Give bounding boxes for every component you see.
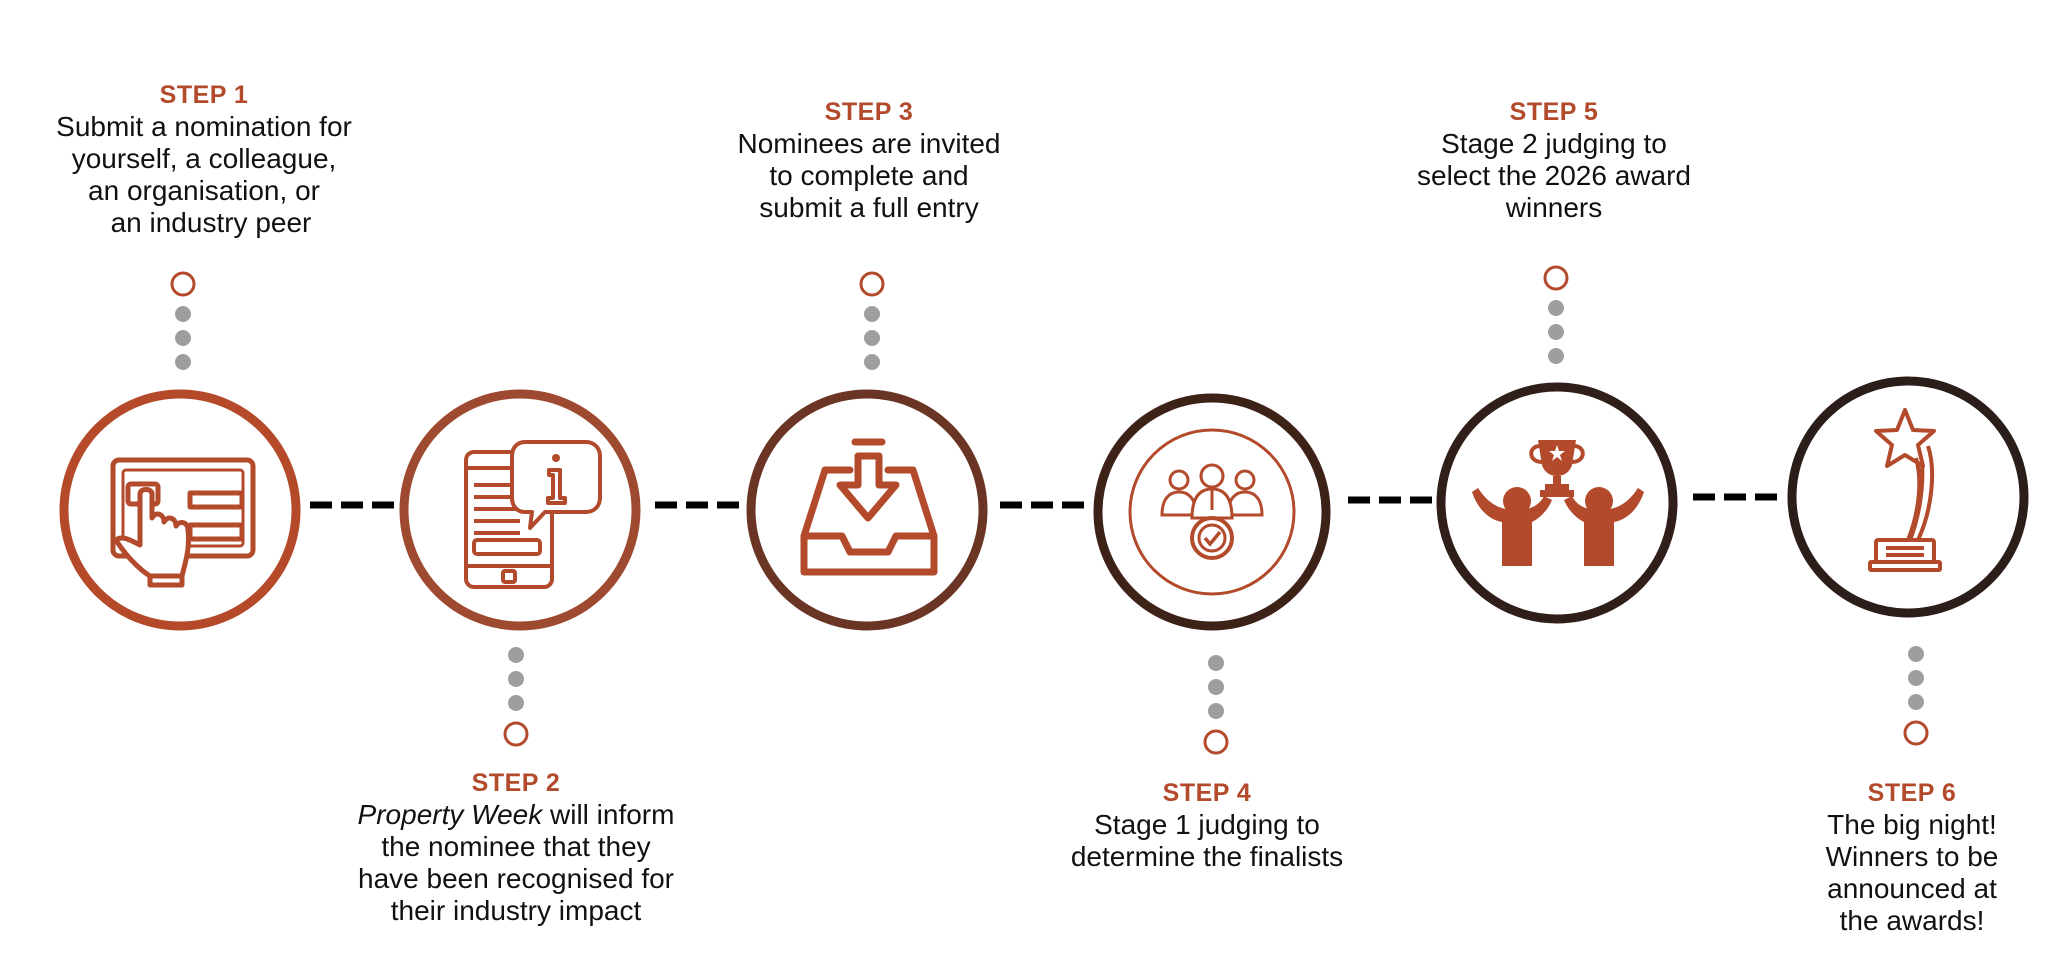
- pin-dot: [508, 695, 524, 711]
- hand-touch-card-icon: [110, 457, 256, 588]
- step-6-label: STEP 6: [1867, 779, 1957, 807]
- pin-step-1: [170, 271, 196, 370]
- pin-dot: [1208, 703, 1224, 719]
- pin-step-5: [1543, 265, 1569, 364]
- step-5-node: [1436, 382, 1678, 624]
- step-3-description: Nominees are invited to complete and sub…: [659, 128, 1079, 224]
- step-5-line: Stage 2 judging to: [1441, 128, 1667, 159]
- pin-dot: [1208, 655, 1224, 671]
- pin-dot: [508, 671, 524, 687]
- pin-dot: [508, 647, 524, 663]
- step-1-line: an industry peer: [110, 207, 312, 238]
- step-1-line: yourself, a colleague,: [71, 143, 337, 174]
- step-5-ring: [1436, 382, 1678, 624]
- step-4-description: Stage 1 judging to determine the finalis…: [997, 809, 1417, 873]
- publication-name: Property Week: [357, 799, 543, 830]
- step-3-node: [746, 389, 988, 631]
- step-2-node: [399, 389, 641, 631]
- step-1-label: STEP 1: [159, 81, 249, 109]
- step-2-label: STEP 2: [471, 769, 561, 797]
- step-3-text: STEP 3 Nominees are invited to complete …: [659, 96, 1079, 224]
- step-4-line: Stage 1 judging to: [1094, 809, 1320, 840]
- pin-ring: [170, 271, 196, 297]
- step-4-line: determine the finalists: [1070, 841, 1344, 872]
- step-2-line-rest: will inform: [542, 799, 675, 830]
- pin-dot: [1548, 348, 1564, 364]
- pin-step-6: [1903, 646, 1929, 746]
- pin-dot: [1908, 670, 1924, 686]
- step-6-description: The big night! Winners to be announced a…: [1702, 809, 2048, 937]
- step-4-text: STEP 4 Stage 1 judging to determine the …: [997, 777, 1417, 873]
- pin-dot: [1908, 694, 1924, 710]
- step-1-line: Submit a nomination for: [56, 111, 352, 142]
- step-1-line: an organisation, or: [88, 175, 320, 206]
- pin-dot: [1548, 300, 1564, 316]
- pin-ring: [1903, 720, 1929, 746]
- inbox-download-icon: [800, 438, 938, 576]
- step-1-ring: [59, 389, 301, 631]
- pin-ring: [503, 721, 529, 747]
- step-5-description: Stage 2 judging to select the 2026 award…: [1344, 128, 1764, 224]
- step-5-line: winners: [1505, 192, 1603, 223]
- step-6-line: announced at: [1827, 873, 1997, 904]
- pin-ring: [1203, 729, 1229, 755]
- pin-dot: [1908, 646, 1924, 662]
- step-2-description: Property Week will inform the nominee th…: [306, 799, 726, 927]
- step-1-text: STEP 1 Submit a nomination for yourself,…: [0, 79, 414, 239]
- step-6-node: [1787, 376, 2029, 618]
- step-3-ring: [746, 389, 988, 631]
- step-2-line: have been recognised for: [358, 863, 674, 894]
- pin-step-4: [1203, 655, 1229, 755]
- step-5-line: select the 2026 award: [1417, 160, 1691, 191]
- step-3-line: Nominees are invited: [737, 128, 1001, 159]
- pin-step-3: [859, 271, 885, 370]
- step-6-ring: [1787, 376, 2029, 618]
- step-4-node: [1093, 393, 1331, 631]
- step-3-line: submit a full entry: [759, 192, 979, 223]
- step-2-line: the nominee that they: [381, 831, 651, 862]
- step-2-line: Property Week will inform: [306, 799, 726, 831]
- pin-dot: [864, 330, 880, 346]
- step-4-label: STEP 4: [1162, 779, 1252, 807]
- pin-dot: [1208, 679, 1224, 695]
- connectors: [310, 493, 1778, 509]
- step-3-line: to complete and: [769, 160, 969, 191]
- step-5-label: STEP 5: [1509, 98, 1599, 126]
- step-2-text: STEP 2 Property Week will inform the nom…: [306, 767, 726, 927]
- step-3-label: STEP 3: [824, 98, 914, 126]
- pin-dot: [1548, 324, 1564, 340]
- step-1-description: Submit a nomination for yourself, a coll…: [0, 111, 414, 239]
- pin-dot: [175, 306, 191, 322]
- step-6-line: the awards!: [1839, 905, 1985, 936]
- judging-panel-icon: [1128, 428, 1296, 596]
- trophy-winners-icon: [1472, 440, 1644, 566]
- step-5-text: STEP 5 Stage 2 judging to select the 202…: [1344, 96, 1764, 224]
- pin-dot: [175, 354, 191, 370]
- pin-step-2: [503, 647, 529, 747]
- phone-info-icon: [464, 440, 602, 589]
- pin-dot: [175, 330, 191, 346]
- step-1-node: [59, 389, 301, 631]
- step-6-line: Winners to be: [1825, 841, 1999, 872]
- pin-ring: [859, 271, 885, 297]
- pin-dot: [864, 354, 880, 370]
- pin-ring: [1543, 265, 1569, 291]
- step-6-text: STEP 6 The big night! Winners to be anno…: [1702, 777, 2048, 937]
- step-6-line: The big night!: [1827, 809, 1997, 840]
- star-award-icon: [1868, 408, 1942, 572]
- pin-dot: [864, 306, 880, 322]
- step-2-line: their industry impact: [390, 895, 642, 926]
